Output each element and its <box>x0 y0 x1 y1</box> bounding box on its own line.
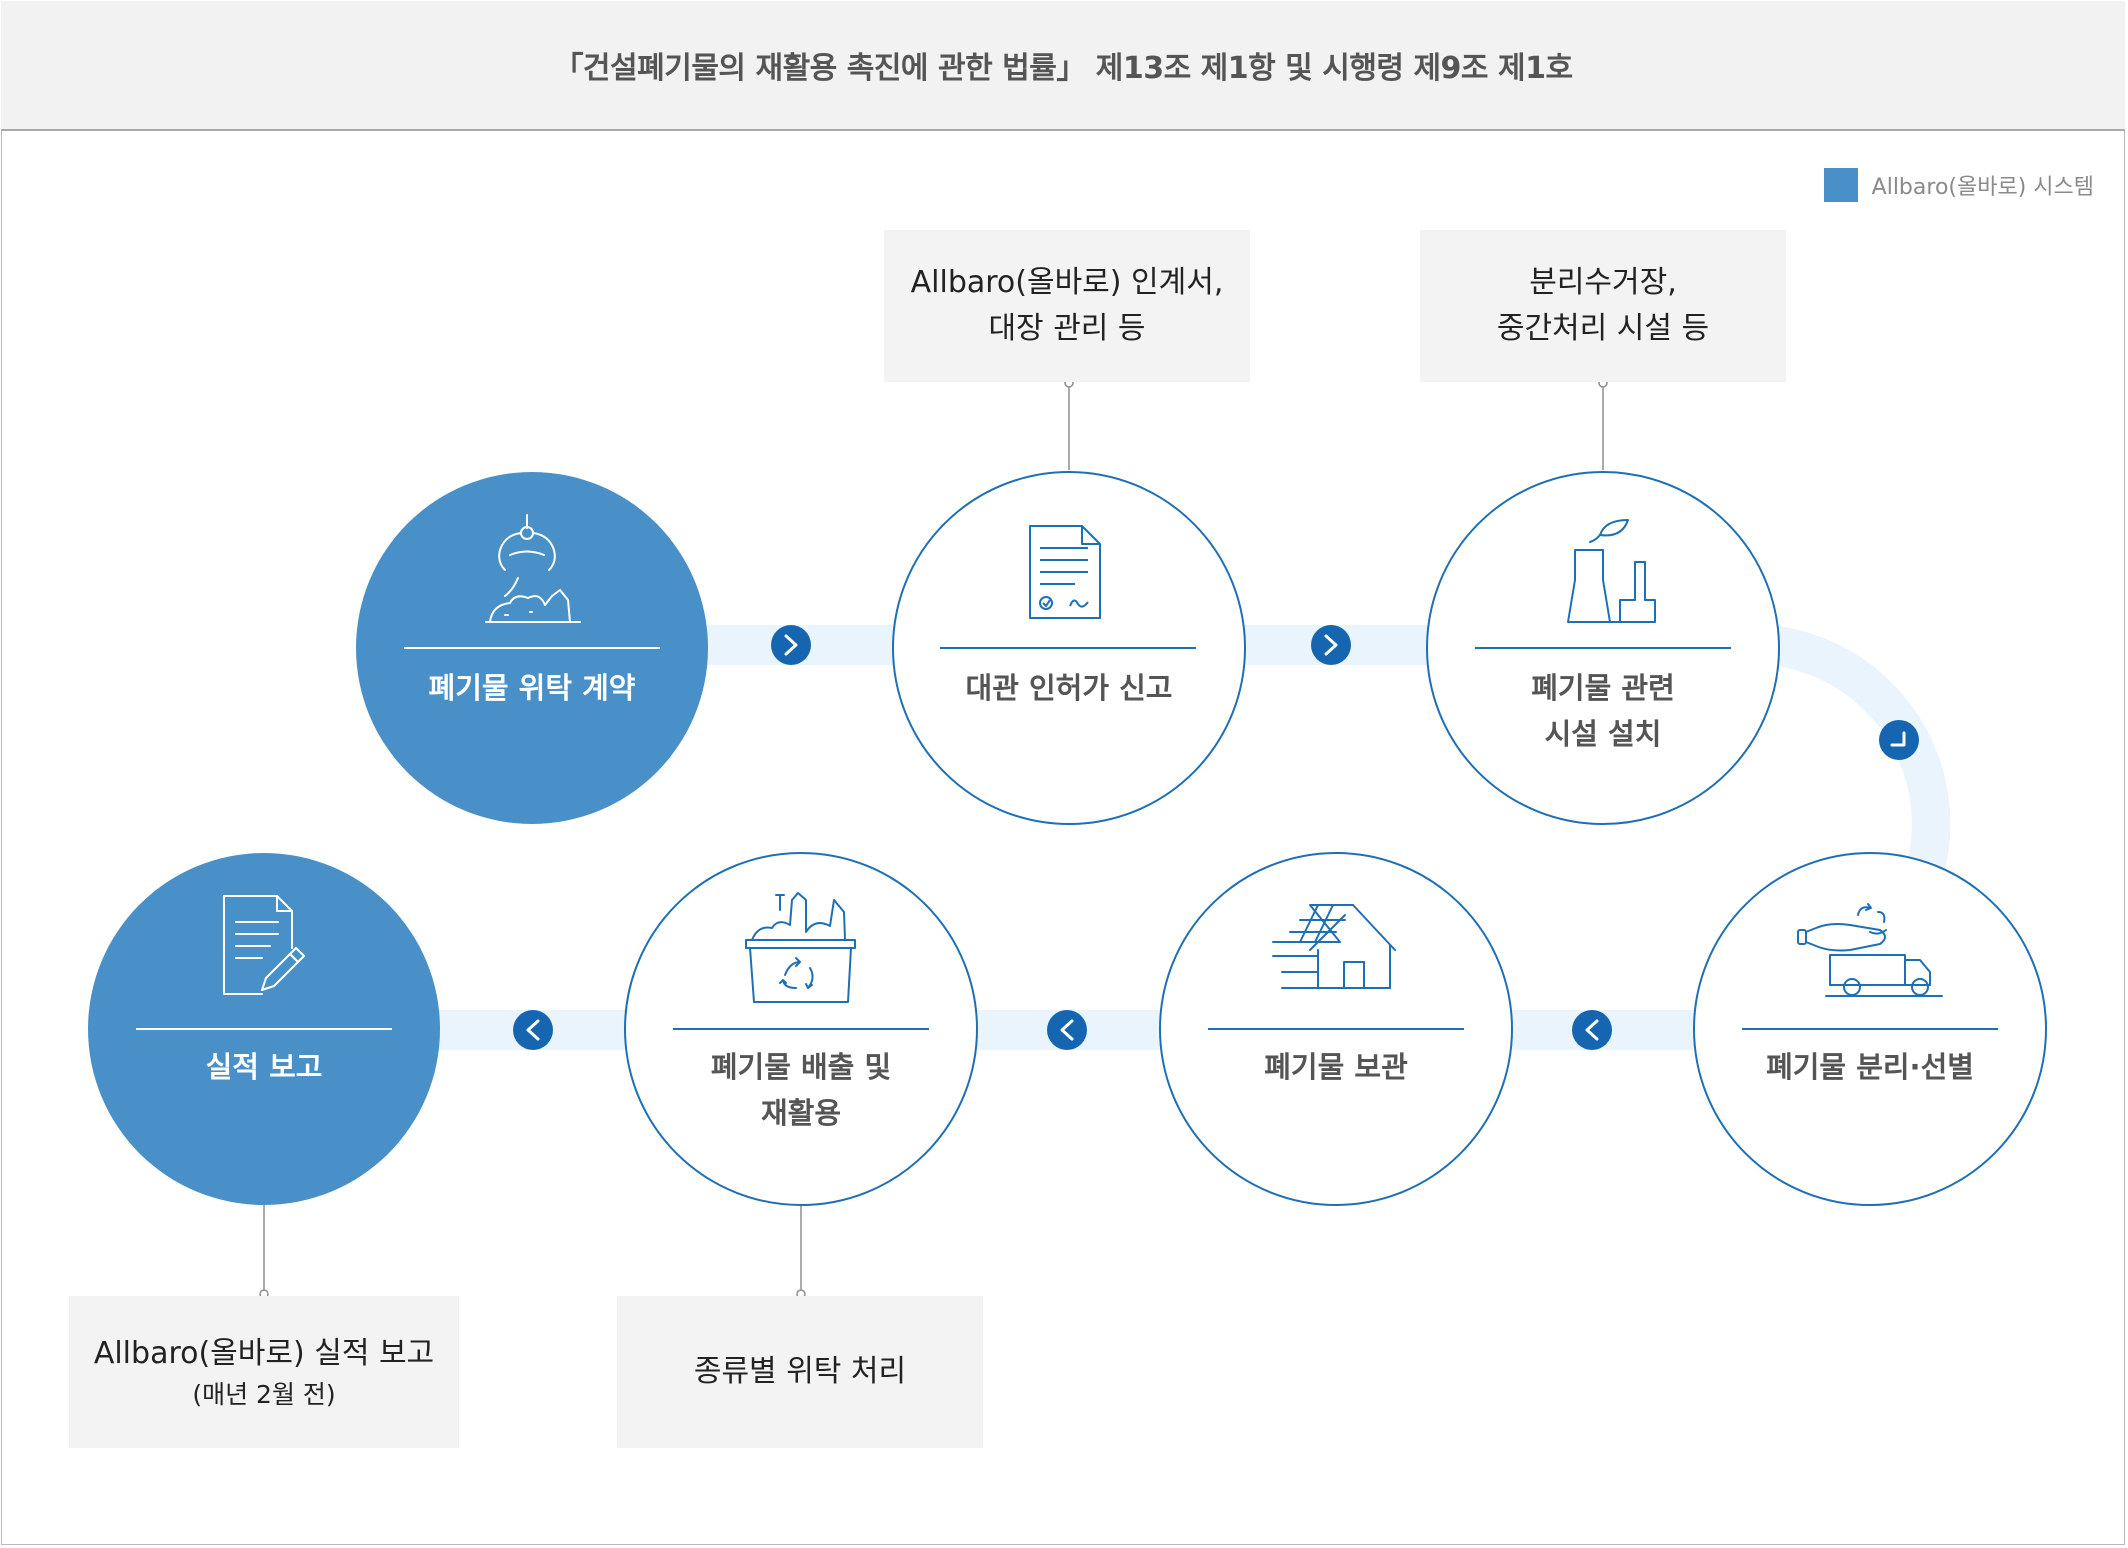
circle-dividers <box>136 647 1998 1030</box>
arrow-right-icon <box>1311 625 1351 665</box>
flow-arrows <box>513 625 1919 1050</box>
note-disposal: 종류별 위탁 처리 <box>617 1296 983 1448</box>
recycling-truck-icon <box>1797 903 1943 997</box>
factory-icon <box>1567 519 1656 623</box>
document-icon <box>1029 525 1101 619</box>
note-facility-line1: 분리수거장, <box>1529 265 1677 300</box>
arrow-left-icon <box>513 1010 553 1050</box>
note-disposal-line1: 종류별 위탁 처리 <box>693 1354 907 1389</box>
note-facility: 분리수거장, 중간처리 시설 등 <box>1420 230 1786 382</box>
arrow-left-icon <box>1572 1010 1612 1050</box>
law-reference-title: 「건설폐기물의 재활용 촉진에 관한 법률」 제13조 제1항 및 시행령 제9… <box>553 51 1573 86</box>
legend-label: Allbaro(올바로) 시스템 <box>1871 175 2094 200</box>
legend-swatch <box>1823 168 1858 202</box>
step-label-storage: 폐기물 보관 <box>1264 1050 1408 1084</box>
note-permit: Allbaro(올바로) 인계서, 대장 관리 등 <box>884 230 1250 382</box>
recycling-bin-icon <box>745 892 856 1003</box>
note-report-line1: Allbaro(올바로) 실적 보고 <box>93 1336 435 1371</box>
note-connectors <box>259 378 1608 1299</box>
arrow-left-icon <box>1047 1010 1087 1050</box>
arrow-down-right-icon <box>1879 720 1919 760</box>
track-curve-3-4 <box>1770 625 1951 870</box>
header-bar: 「건설폐기물의 재활용 촉진에 관한 법률」 제13조 제1항 및 시행령 제9… <box>1 1 2125 131</box>
note-facility-line2: 중간처리 시설 등 <box>1496 311 1710 346</box>
note-permit-line1: Allbaro(올바로) 인계서, <box>910 265 1224 300</box>
step-label-contract: 폐기물 위탁 계약 <box>428 671 636 705</box>
note-report-line2: (매년 2월 전) <box>192 1380 336 1409</box>
step-label-discharge: 폐기물 배출 및 재활용 <box>710 1050 892 1130</box>
legend: Allbaro(올바로) 시스템 <box>1823 168 2094 202</box>
excavator-claw-icon <box>485 514 581 623</box>
note-report: Allbaro(올바로) 실적 보고 (매년 2월 전) <box>69 1296 459 1448</box>
step-label-sorting: 폐기물 분리·선별 <box>1766 1050 1974 1084</box>
note-permit-line2: 대장 관리 등 <box>988 311 1146 346</box>
step-label-facility: 폐기물 관련 시설 설치 <box>1531 671 1675 751</box>
arrow-right-icon <box>771 625 811 665</box>
step-circles <box>88 471 2047 1206</box>
step-label-permit: 대관 인허가 신고 <box>965 671 1173 705</box>
report-edit-icon <box>223 895 305 995</box>
storage-house-icon <box>1272 904 1396 989</box>
step-label-report: 실적 보고 <box>205 1050 323 1084</box>
